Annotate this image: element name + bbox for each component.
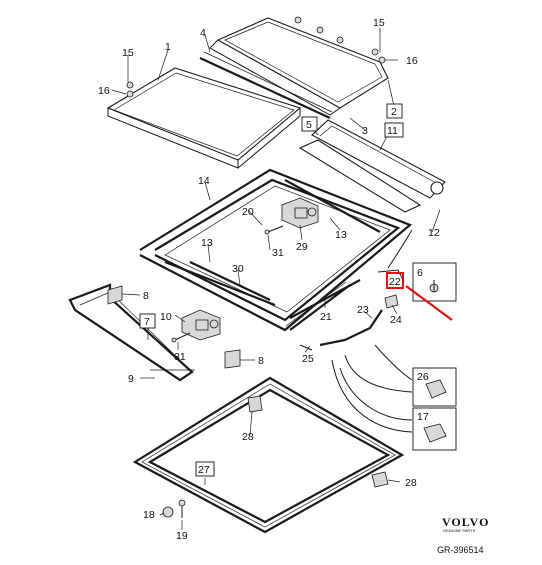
label-26: 26: [417, 371, 429, 383]
motor-10: [181, 309, 221, 341]
label-8a: 8: [143, 290, 149, 302]
label-3: 3: [362, 125, 368, 137]
callout-arrows: [331, 229, 413, 433]
label-19: 19: [176, 530, 188, 542]
svg-text:27: 27: [198, 464, 210, 476]
label-4: 4: [200, 27, 206, 39]
label-21: 21: [320, 311, 332, 323]
rear-rail: [298, 119, 446, 213]
brackets: [107, 285, 241, 369]
label-24: 24: [390, 314, 402, 326]
drain-tubes: [285, 281, 383, 351]
label-15a: 15: [122, 47, 134, 59]
label-23: 23: [357, 304, 369, 316]
label-13a: 13: [335, 229, 347, 241]
svg-text:11: 11: [387, 125, 398, 137]
svg-text:22: 22: [389, 276, 401, 288]
label-20: 20: [242, 206, 254, 218]
brand-block: VOLVO GENUINE PARTS GR-396514: [437, 515, 489, 555]
boxed-label-27: 27: [195, 461, 215, 477]
label-13b: 13: [201, 237, 213, 249]
lower-frame: [132, 376, 405, 534]
svg-text:7: 7: [144, 316, 150, 328]
label-10: 10: [160, 311, 172, 323]
label-15b: 15: [373, 17, 385, 29]
brand-name: VOLVO: [442, 515, 489, 529]
boxed-label-11: 11: [384, 122, 404, 138]
seal-strip: [199, 51, 333, 119]
glass-panel: [106, 67, 302, 169]
label-31a: 31: [272, 247, 284, 259]
front-frame: [68, 283, 195, 382]
label-16b: 16: [406, 55, 418, 67]
label-17: 17: [417, 411, 429, 423]
boxed-label-22: 22: [389, 276, 401, 288]
svg-text:2: 2: [391, 106, 397, 118]
label-8b: 8: [258, 355, 264, 367]
bolts-18-19: [162, 499, 186, 518]
boxed-label-7: 7: [139, 313, 156, 329]
callout-26: [412, 367, 457, 407]
highlight-22: [386, 272, 453, 321]
label-25: 25: [302, 353, 314, 365]
callout-17: [412, 407, 457, 451]
label-1: 1: [165, 41, 171, 53]
label-18: 18: [143, 509, 155, 521]
label-6: 6: [417, 267, 423, 279]
label-9: 9: [128, 373, 134, 385]
outer-frame-top: [209, 17, 389, 116]
svg-text:5: 5: [306, 119, 312, 131]
small-screws: [126, 16, 386, 98]
screws: [171, 225, 284, 343]
brand-sub: GENUINE PARTS: [443, 528, 476, 533]
boxed-label-2: 2: [386, 103, 403, 119]
label-29: 29: [296, 241, 308, 253]
label-16a: 16: [98, 85, 110, 97]
leader-lines: [111, 28, 441, 530]
callout-6: [412, 262, 457, 302]
label-14: 14: [198, 175, 210, 187]
label-31b: 31: [174, 351, 186, 363]
boxed-label-5: 5: [301, 116, 318, 132]
label-28b: 28: [405, 477, 417, 489]
label-28a: 28: [242, 431, 254, 443]
label-12: 12: [428, 227, 440, 239]
diagram-code: GR-396514: [437, 545, 484, 555]
label-30: 30: [232, 263, 244, 275]
motor-29: [281, 197, 319, 229]
